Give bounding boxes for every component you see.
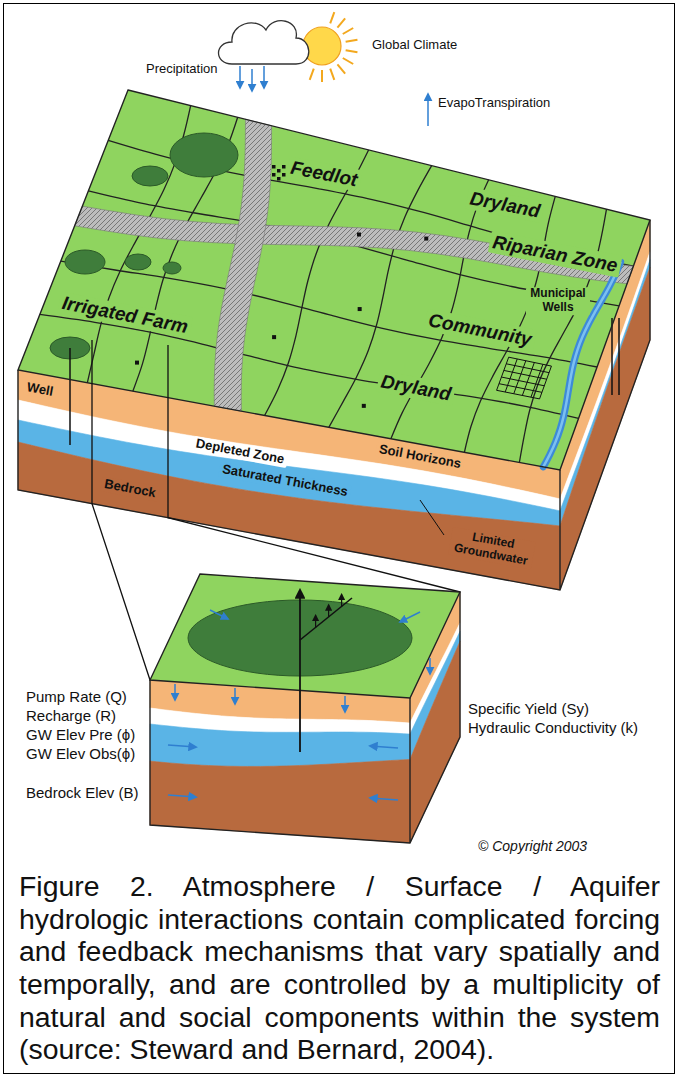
label-slot: GW Elev Pre (ϕ) (26, 726, 135, 743)
groundwater-arrow (370, 746, 398, 748)
surface-flow-arrow (400, 612, 420, 622)
climate-label: Precipitation (146, 62, 218, 77)
pivot-circle (65, 250, 105, 274)
pivot-circle (132, 166, 168, 186)
zoom-line (92, 340, 460, 680)
community-grid (540, 366, 552, 399)
sun-ray (321, 70, 323, 82)
recharge-arrow (234, 688, 236, 704)
pivot-circle (170, 133, 238, 177)
label-slot: Municipal Wells (526, 287, 590, 315)
municipal-well (618, 318, 620, 395)
label-slot: Precipitation (146, 62, 218, 77)
label-slot: Recharge (R) (26, 707, 116, 724)
sun-ray (330, 12, 334, 23)
recharge-arrow (429, 658, 431, 674)
pump-arrow (299, 590, 301, 752)
parameter-label: GW Elev Obs(ϕ) (26, 745, 135, 762)
sun-ray (346, 50, 358, 52)
block-outline (18, 220, 650, 590)
farmhouse (362, 404, 366, 408)
copyright-note: © Copyright 2003 (478, 838, 587, 854)
pivot-circle (163, 262, 181, 274)
feedlot-icon (277, 177, 281, 181)
caption-slot: Figure 2. Atmosphere / Surface / Aquifer… (19, 870, 660, 1066)
groundwater-arrow (168, 745, 196, 747)
feedlot-icon (272, 173, 276, 177)
sprinkler-arrow (341, 594, 342, 606)
sun-ray (343, 58, 353, 64)
sun-ray (343, 28, 353, 34)
pivot-circle (125, 254, 151, 270)
label-slot: Bedrock Elev (B) (26, 784, 139, 801)
label-slot: © Copyright 2003 (478, 838, 587, 854)
community-grid (499, 384, 542, 393)
land-surface (18, 90, 650, 470)
well-line (69, 348, 71, 445)
farmhouse (424, 237, 428, 241)
groundwater-arrow (168, 795, 196, 797)
surface-flow-arrow (210, 610, 228, 619)
sprinkler-arm (300, 598, 352, 640)
parameter-label: Recharge (R) (26, 707, 116, 724)
parameter-label: Bedrock Elev (B) (26, 784, 139, 801)
feedlot-icon (277, 169, 281, 173)
sprinkler-arrow (328, 605, 329, 617)
recharge-arrow (344, 696, 346, 712)
precipitation-arrow (251, 69, 253, 91)
label-slot: Pump Rate (Q) (26, 688, 127, 705)
parameter-label: Pump Rate (Q) (26, 688, 127, 705)
cloud (219, 21, 309, 64)
feedlot-icon (272, 165, 276, 169)
well-label: Municipal Wells (526, 287, 590, 315)
recharge-arrow (174, 684, 176, 700)
inset-outline (150, 592, 460, 843)
parameter-label: GW Elev Pre (ϕ) (26, 726, 135, 743)
parameter-label: Hydraulic Conductivity (k) (468, 719, 638, 736)
evaporation-arrow (427, 94, 429, 126)
climate-label: EvapoTranspiration (438, 96, 550, 111)
feedlot-icon (282, 165, 286, 169)
precipitation-arrow (263, 66, 265, 88)
municipal-well (611, 318, 613, 395)
figure-caption: Figure 2. Atmosphere / Surface / Aquifer… (19, 870, 660, 1066)
sun-ray (310, 69, 314, 80)
groundwater-arrow (370, 798, 398, 800)
farmhouse (357, 233, 361, 237)
parameter-label: Specific Yield (Sy) (468, 700, 589, 717)
block-outline (18, 90, 650, 470)
inset-outline (150, 574, 460, 698)
sprinkler-arrow (315, 615, 316, 627)
sun-ray (337, 64, 345, 73)
leader-line (420, 500, 444, 535)
inset-surface (150, 574, 460, 698)
label-slot: GW Elev Obs(ϕ) (26, 745, 135, 762)
community-grid (497, 390, 540, 399)
riparian-band (75, 206, 634, 283)
label-slot: Hydraulic Conductivity (k) (468, 719, 638, 736)
sun-ray (330, 69, 334, 80)
sun-ray (337, 18, 345, 27)
farmhouse (272, 335, 276, 339)
sun (303, 27, 341, 65)
climate-label: Global Climate (372, 38, 457, 53)
label-slot: Global Climate (372, 38, 457, 53)
sun-ray (346, 40, 358, 42)
label-slot: Specific Yield (Sy) (468, 700, 589, 717)
road (265, 150, 369, 416)
farmhouse (358, 307, 362, 311)
label-slot: EvapoTranspiration (438, 96, 550, 111)
farmhouse (135, 361, 139, 365)
precipitation-arrow (239, 66, 241, 88)
